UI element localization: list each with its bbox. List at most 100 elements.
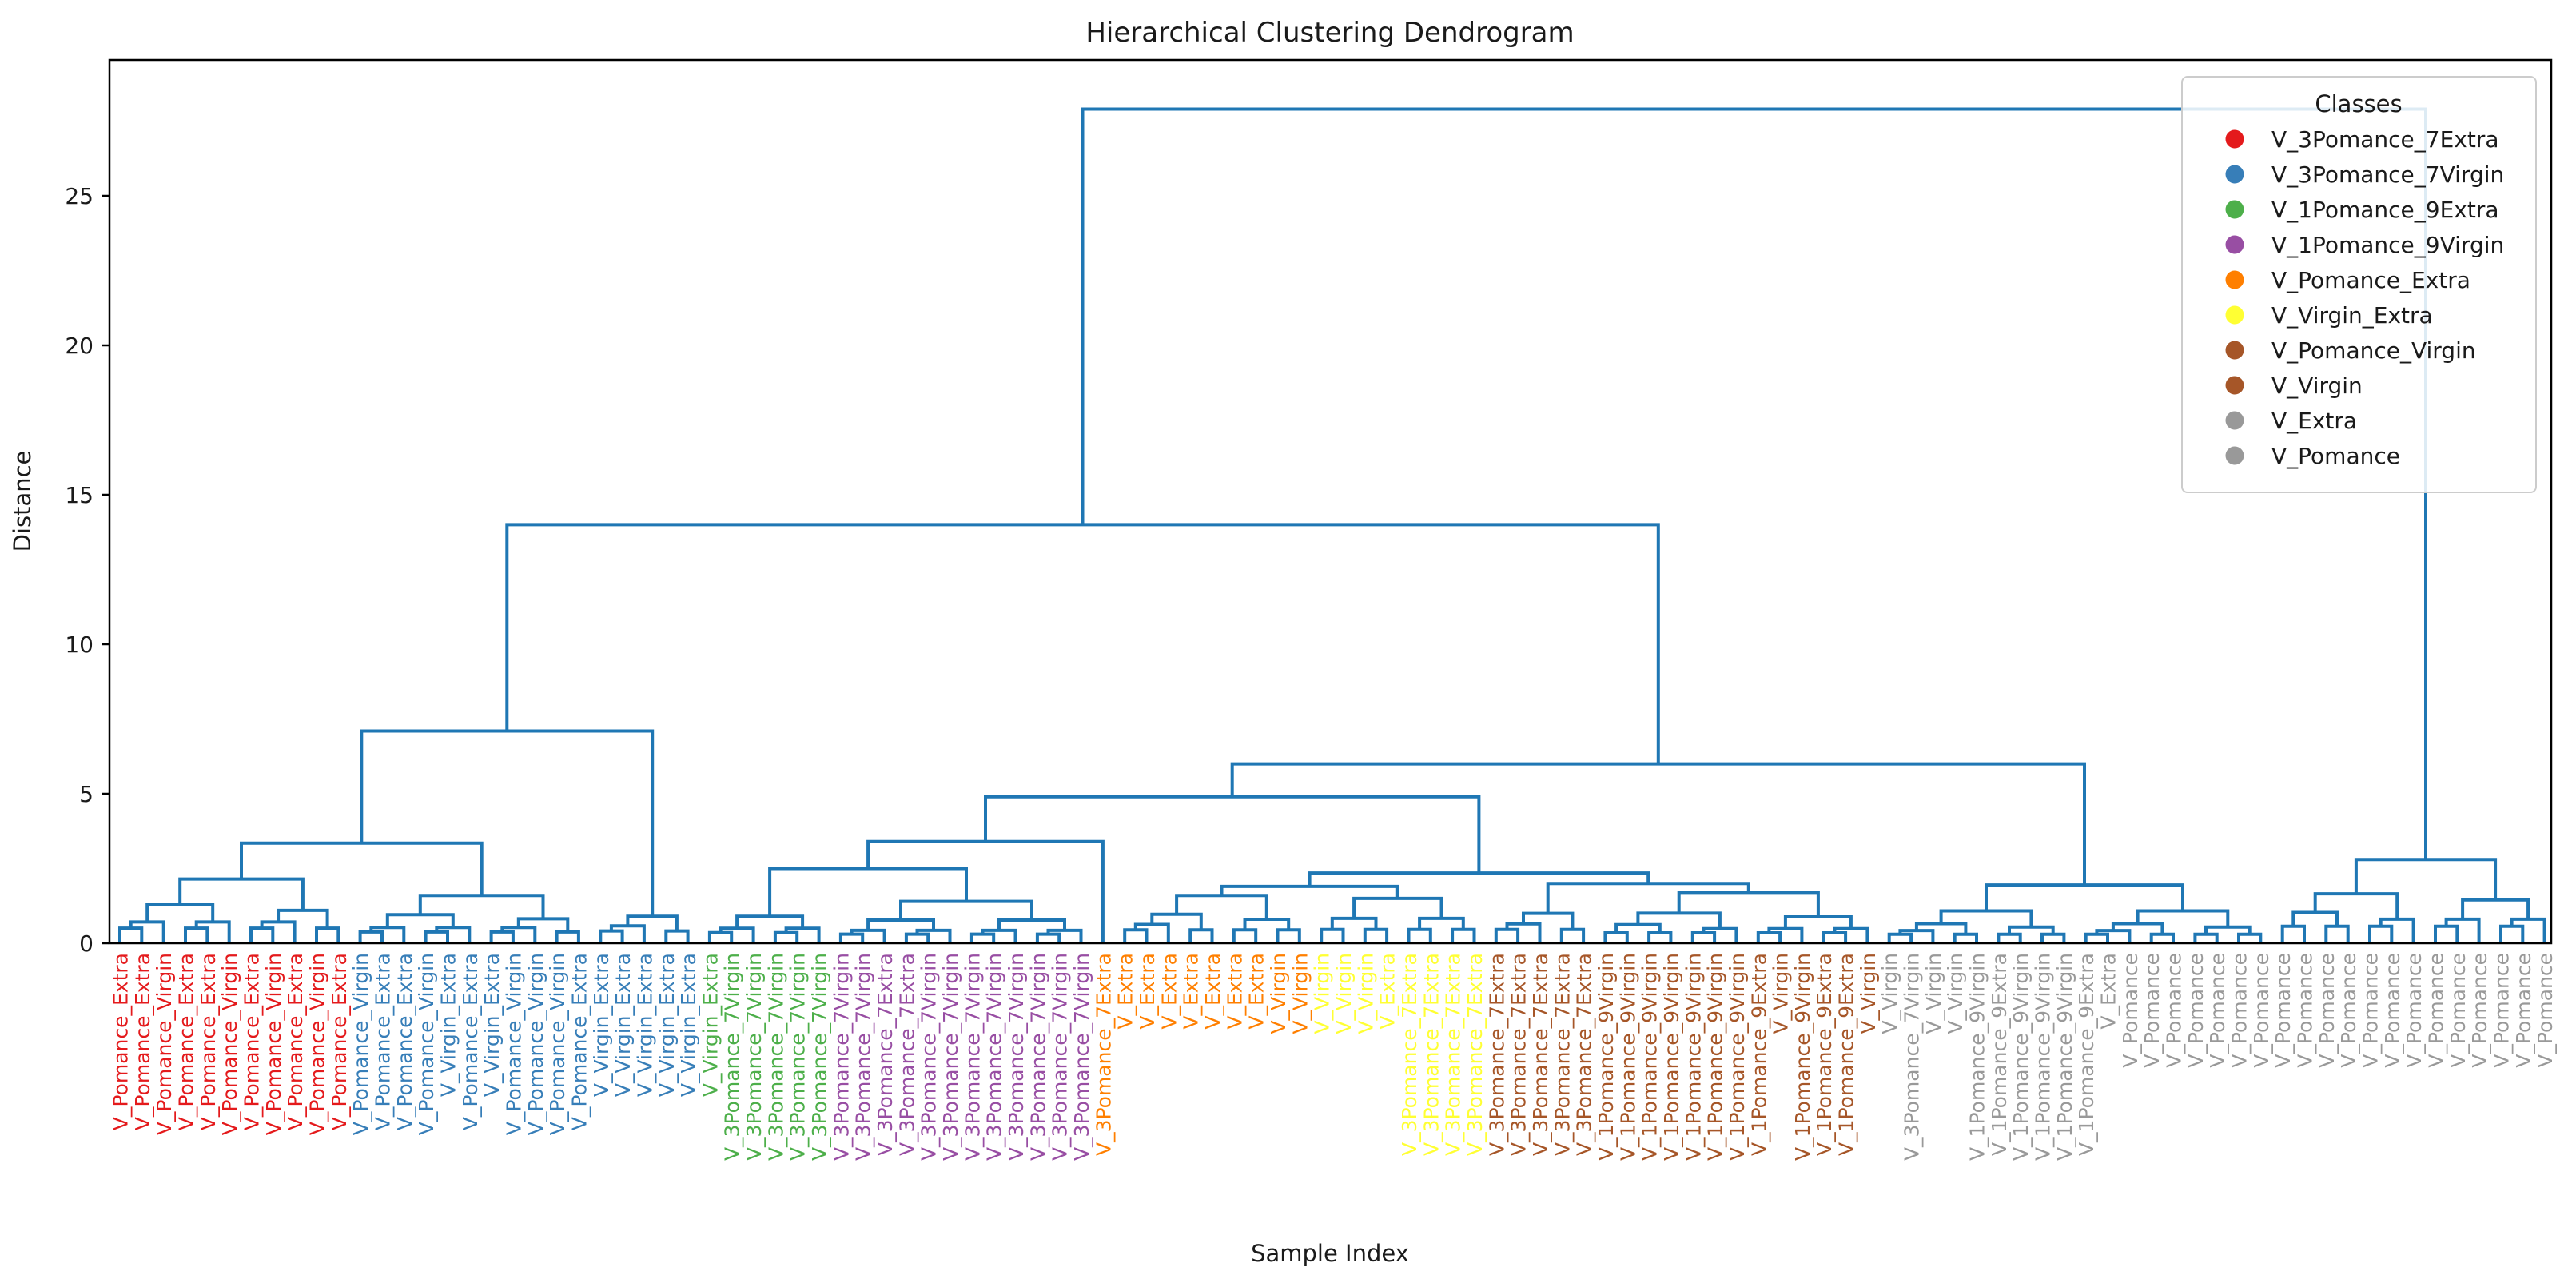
leaf-label: V_3Pomance_7Extra	[1573, 953, 1596, 1156]
legend-entry-label: V_1Pomance_9Virgin	[2271, 232, 2504, 258]
leaf-label: V_3Pomance_7Virgin	[1070, 953, 1093, 1161]
leaf-label: V_Pomance_Virgin	[262, 953, 285, 1135]
leaf-label: V_Pomance	[2534, 953, 2557, 1068]
leaf-label: V_Virgin	[1857, 953, 1880, 1034]
leaf-label: V_Pomance_Virgin	[415, 953, 438, 1135]
leaf-label: V_3Pomance_7Virgin	[764, 953, 787, 1161]
legend-swatch-icon	[2225, 235, 2244, 254]
leaf-label: V_1Pomance_9Virgin	[1704, 953, 1727, 1161]
leaf-label: V_Extra	[1245, 953, 1268, 1030]
leaf-label: V_Pomance	[2294, 953, 2317, 1068]
dendrogram-links	[118, 107, 2546, 943]
legend-entries: V_3Pomance_7ExtraV_3Pomance_7VirginV_1Po…	[2225, 126, 2504, 469]
leaf-label: V_1Pomance_9Virgin	[1726, 953, 1749, 1161]
leaf-label: V_Pomance_Extra	[197, 953, 220, 1130]
leaf-label: V_Pomance_Extra	[371, 953, 394, 1130]
leaf-label: V_1Pomance_9Extra	[1747, 953, 1770, 1156]
leaf-label: V_Pomance	[2184, 953, 2208, 1068]
leaf-label: V_Pomance	[2228, 953, 2252, 1068]
leaf-label: V_1Pomance_9Virgin	[1682, 953, 1705, 1161]
y-tick-label: 5	[79, 781, 94, 807]
legend-entry-label: V_Pomance_Virgin	[2271, 337, 2476, 364]
legend-entry-label: V_3Pomance_7Extra	[2271, 126, 2499, 153]
legend-entry-label: V_Virgin_Extra	[2271, 302, 2433, 329]
legend-swatch-icon	[2225, 411, 2244, 430]
leaf-label: V_Pomance_Extra	[393, 953, 416, 1130]
leaf-label: V_3Pomance_7Extra	[1442, 953, 1465, 1156]
leaf-label: V_Pomance	[2206, 953, 2229, 1068]
leaf-label: V_1Pomance_9Virgin	[2032, 953, 2055, 1161]
leaf-label: V_Extra	[1201, 953, 1224, 1030]
legend-swatch-icon	[2225, 165, 2244, 184]
leaf-label: V_Pomance	[2359, 953, 2382, 1068]
leaf-label: V_Pomance	[2163, 953, 2186, 1068]
leaf-label: V_3Pomance_7Virgin	[786, 953, 810, 1161]
leaf-label: V_Pomance_Extra	[131, 953, 154, 1130]
leaf-label: V_3Pomance_7Extra	[874, 953, 897, 1156]
leaf-label: V_Virgin_Extra	[655, 953, 679, 1097]
leaf-label: V_Pomance	[2271, 953, 2295, 1068]
legend-entry-label: V_1Pomance_9Extra	[2271, 197, 2499, 223]
legend-title: Classes	[2315, 90, 2402, 118]
legend-swatch-icon	[2225, 446, 2244, 465]
leaf-label: V_Pomance	[2250, 953, 2273, 1068]
legend-swatch-icon	[2225, 341, 2244, 360]
leaf-label: V_1Pomance_9Virgin	[1616, 953, 1639, 1161]
legend-swatch-icon	[2225, 129, 2244, 149]
leaf-label: V_3Pomance_7Virgin	[1049, 953, 1072, 1161]
leaf-label: V_3Pomance_7Virgin	[743, 953, 766, 1161]
leaf-label: V_3Pomance_7Extra	[1551, 953, 1574, 1156]
legend-swatch-icon	[2225, 376, 2244, 395]
legend-entry-label: V_3Pomance_7Virgin	[2271, 161, 2504, 188]
x-axis-label: Sample Index	[1251, 1240, 1409, 1267]
leaf-label: V_Virgin	[1332, 953, 1356, 1034]
legend: Classes V_3Pomance_7ExtraV_3Pomance_7Vir…	[2181, 76, 2537, 493]
leaf-label: V_1Pomance_9Virgin	[2009, 953, 2033, 1161]
legend-entry-label: V_Pomance_Extra	[2271, 267, 2470, 293]
axes-frame	[102, 58, 2553, 945]
leaf-label: V_Pomance_Extra	[328, 953, 351, 1130]
legend-swatch-icon	[2225, 305, 2244, 325]
leaf-label: V_Pomance_Virgin	[546, 953, 569, 1135]
leaf-label: V_3Pomance_7Extra	[1398, 953, 1421, 1156]
leaf-label: V_3Pomance_7Virgin	[830, 953, 853, 1161]
y-tick-label: 20	[65, 333, 94, 359]
legend-swatch-icon	[2225, 200, 2244, 219]
leaf-label: V_Extra	[1114, 953, 1137, 1030]
leaf-label: V_3Pomance_7Virgin	[983, 953, 1006, 1161]
leaf-label: V_Pomance_Virgin	[502, 953, 525, 1135]
leaf-label: V_3Pomance_7Extra	[1092, 953, 1115, 1156]
leaf-label: V_3Pomance_7Extra	[1463, 953, 1487, 1156]
leaf-label: V_Virgin	[1770, 953, 1793, 1034]
plot-frame	[108, 58, 2553, 945]
leaf-label: V_Virgin	[1878, 953, 1901, 1034]
leaf-label: V_Virgin_Extra	[590, 953, 613, 1097]
leaf-label: V_Virgin_Extra	[677, 953, 700, 1097]
leaf-label: V_Pomance	[2490, 953, 2513, 1068]
y-axis-label: Distance	[9, 451, 36, 552]
leaf-label: V_Pomance_Virgin	[153, 953, 176, 1135]
leaf-label: V_Pomance_Extra	[567, 953, 591, 1130]
leaf-label: V_Virgin_Extra	[480, 953, 504, 1097]
leaf-label: V_Pomance	[2512, 953, 2535, 1068]
leaf-label: V_Pomance_Extra	[284, 953, 307, 1130]
leaf-label: V_3Pomance_7Virgin	[808, 953, 831, 1161]
leaf-label: V_3Pomance_7Virgin	[1005, 953, 1028, 1161]
leaf-label: V_1Pomance_9Virgin	[1791, 953, 1814, 1161]
leaf-label: V_Extra	[1136, 953, 1159, 1030]
leaf-label: V_Pomance_Extra	[240, 953, 263, 1130]
leaf-label: V_1Pomance_9Virgin	[1595, 953, 1618, 1161]
leaf-label: V_Virgin_Extra	[436, 953, 460, 1097]
leaf-label: V_Pomance	[2468, 953, 2491, 1068]
leaf-label: V_3Pomance_7Virgin	[918, 953, 941, 1161]
leaf-label: V_Pomance	[2119, 953, 2142, 1068]
leaf-labels: V_Pomance_ExtraV_Pomance_ExtraV_Pomance_…	[109, 953, 2558, 1161]
chart-title: Hierarchical Clustering Dendrogram	[1085, 17, 1574, 49]
leaf-label: V_3Pomance_7Virgin	[939, 953, 962, 1161]
leaf-label: V_1Pomance_9Extra	[1813, 953, 1836, 1156]
leaf-label: V_Virgin_Extra	[633, 953, 656, 1097]
leaf-label: V_Extra	[1180, 953, 1203, 1030]
leaf-label: V_Extra	[1376, 953, 1399, 1030]
